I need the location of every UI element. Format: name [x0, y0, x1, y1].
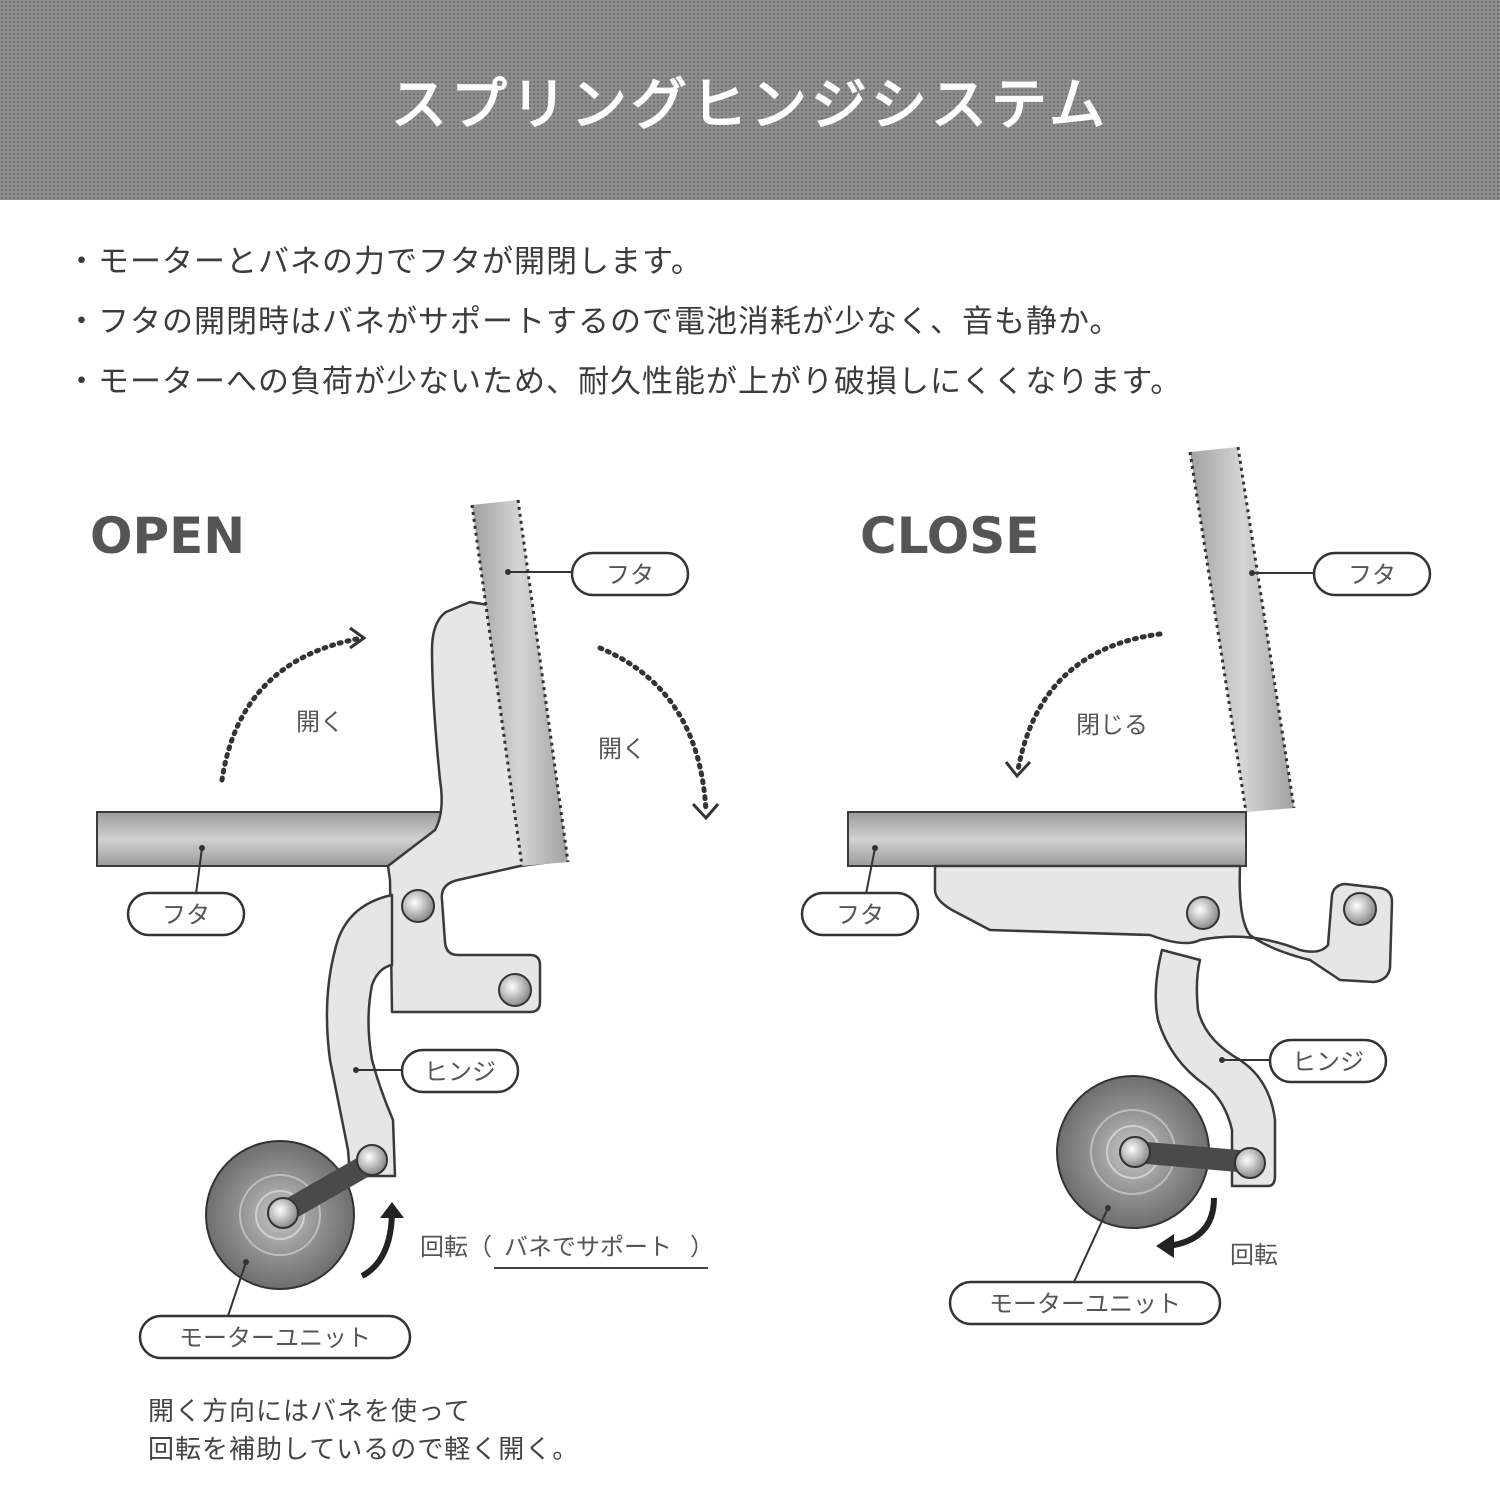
arrow-head [691, 802, 720, 821]
open-note: 開く方向にはバネを使って 回転を補助しているので軽く開く。 [148, 1393, 579, 1469]
open-arrow-left [219, 635, 365, 783]
feature-item: モーターへの負荷が少ないため、耐久性能が上がり破損しにくくなります。 [66, 352, 1466, 412]
close-arrow-label: 閉じる [1076, 711, 1148, 739]
feature-list: モーターとバネの力でフタが開閉します。 フタの開閉時はバネがサポートするので電池… [66, 232, 1466, 412]
callout-lid-upper [570, 551, 690, 597]
crank-rod [1124, 1141, 1261, 1173]
callout-lid-lower-text: フタ [162, 901, 210, 929]
callout-hinge [400, 1048, 520, 1094]
lid-horizontal [96, 811, 443, 867]
pivot-pin [498, 973, 532, 1007]
rotation-arrow [360, 1209, 395, 1279]
close-panel: CLOSE 閉じる 回転 フタ [800, 446, 1432, 1326]
header-banner: スプリングヒンジシステム [0, 0, 1500, 200]
callout-lid-upper [1312, 551, 1432, 597]
spring-arm [1154, 948, 1277, 1188]
callout-motor [948, 1280, 1222, 1326]
callout-lid-upper-text: フタ [606, 561, 654, 589]
open-note-line: 回転を補助しているので軽く開く。 [148, 1435, 580, 1465]
lid-vertical [1188, 446, 1296, 813]
callout-hinge [1268, 1038, 1388, 1084]
callout-lid-lower-text: フタ [836, 901, 884, 929]
rotation-paren: ） [690, 1233, 714, 1261]
callout-hinge-text: ヒンジ [424, 1058, 496, 1086]
pivot-pin [1186, 896, 1220, 930]
lid-horizontal [847, 811, 1247, 867]
callout-dot [1219, 1057, 1225, 1063]
callout-motor-text: モーターユニット [989, 1290, 1181, 1318]
spring-arm [325, 893, 397, 1178]
open-panel: OPEN 開く 開く [90, 499, 720, 1360]
arrow-head [1156, 1234, 1174, 1258]
open-arrow-right [597, 645, 709, 815]
callout-lid-upper-text: フタ [1348, 561, 1396, 589]
callout-line [1073, 1207, 1109, 1283]
callout-dot [505, 569, 511, 575]
callout-dot [1105, 1205, 1111, 1211]
arrow-head [1004, 760, 1032, 779]
arrow-head [380, 1202, 404, 1218]
motor-axle [267, 1197, 299, 1229]
callout-line [227, 1261, 247, 1317]
close-title: CLOSE [860, 507, 1039, 565]
callout-lid-lower [126, 891, 246, 937]
callout-motor-text: モーターユニット [179, 1324, 371, 1352]
rotation-arrow [1167, 1197, 1217, 1249]
motor-ring [239, 1174, 321, 1256]
pivot-pin [401, 889, 435, 923]
open-arrow-left-label: 開く [296, 708, 344, 736]
feature-item: フタの開閉時はバネがサポートするので電池消耗が少なく、音も静か。 [66, 292, 1466, 352]
open-title: OPEN [90, 507, 245, 565]
callout-dot [199, 845, 205, 851]
pivot-pin [1343, 892, 1377, 926]
hinge-bracket [933, 864, 1394, 984]
open-arrow-right-label: 開く [598, 735, 646, 763]
arrow-head [349, 626, 367, 650]
lid-vertical [470, 499, 570, 867]
callout-line [195, 847, 203, 895]
open-note-line: 開く方向にはバネを使って [148, 1397, 471, 1427]
callout-motor [138, 1314, 412, 1360]
crank-pin [1234, 1147, 1266, 1179]
crank-pin [356, 1144, 388, 1176]
motor-ring [255, 1190, 305, 1240]
motor-axle [1119, 1136, 1151, 1168]
crank-rod [272, 1151, 383, 1224]
callout-dot [243, 1259, 249, 1265]
callout-dot [1249, 570, 1255, 576]
callout-lid-lower [800, 891, 920, 937]
callout-dot [872, 845, 878, 851]
close-arrow [1015, 631, 1163, 773]
rotation-label: 回転 [1230, 1241, 1278, 1269]
callout-hinge-text: ヒンジ [1292, 1048, 1364, 1076]
callout-line [865, 847, 876, 895]
feature-item: モーターとバネの力でフタが開閉します。 [66, 232, 1466, 292]
page-title: スプリングヒンジシステム [390, 72, 1110, 138]
rotation-support-label: バネでサポート [504, 1233, 672, 1261]
callout-dot [353, 1067, 359, 1073]
rotation-label: 回転（ [420, 1233, 492, 1261]
